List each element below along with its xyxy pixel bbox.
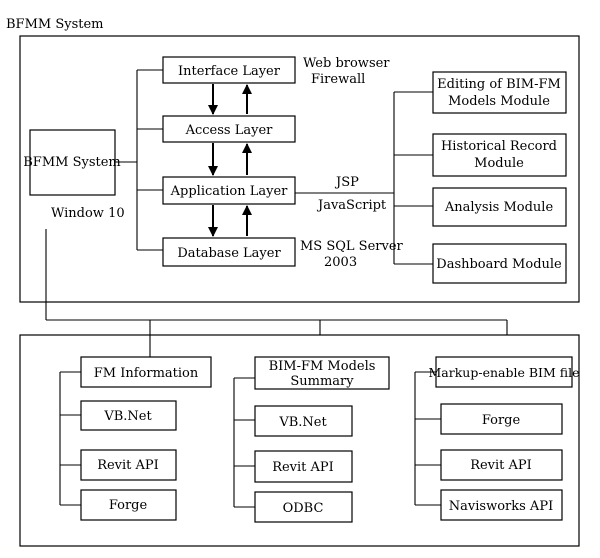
interface-note-line1: Web browser — [303, 56, 390, 71]
group-2-item-2: Revit API — [272, 460, 334, 475]
group-2-title-line1: BIM-FM Models — [269, 359, 376, 374]
group-2-item-1-box — [254, 405, 353, 437]
analysis-module-box — [432, 187, 567, 227]
core-system-box — [29, 129, 116, 196]
dashboard-module-label: Dashboard Module — [436, 257, 562, 272]
access-layer-box — [162, 115, 296, 143]
editing-module-line2: Models Module — [448, 94, 550, 109]
database-note-line1: MS SQL Server — [300, 239, 404, 254]
application-layer-label: Application Layer — [170, 184, 289, 199]
editing-module-line1: Editing of BIM-FM — [437, 77, 561, 92]
group-3-title: Markup-enable BIM file — [429, 365, 580, 380]
database-layer-label: Database Layer — [177, 246, 281, 261]
group-3-item-3: Navisworks API — [449, 499, 553, 514]
group-2-title-box — [254, 356, 390, 390]
historical-module-line2: Module — [474, 156, 524, 171]
group-2-title-line2: Summary — [290, 374, 354, 389]
database-layer-box — [162, 237, 296, 267]
top-system-frame — [19, 35, 580, 303]
group-3-item-3-box — [440, 489, 563, 521]
group-2-item-1: VB.Net — [278, 415, 327, 430]
system-title: BFMM System — [6, 17, 104, 32]
historical-module-box — [432, 133, 567, 177]
core-os-label: Window 10 — [51, 206, 125, 221]
group-1-item-1-box — [80, 400, 177, 431]
dashboard-module-box — [432, 243, 567, 284]
interface-layer-label: Interface Layer — [178, 64, 281, 79]
group-1-item-2-box — [80, 449, 177, 481]
interface-note-line2: Firewall — [311, 72, 365, 87]
bottom-frame — [19, 334, 580, 547]
group-2-item-2-box — [254, 450, 353, 483]
analysis-module-label: Analysis Module — [444, 200, 554, 215]
group-1-item-2: Revit API — [97, 458, 159, 473]
historical-module-line1: Historical Record — [441, 139, 557, 154]
application-note-line1: JSP — [334, 175, 359, 190]
group-2-item-3: ODBC — [283, 501, 324, 516]
access-layer-label: Access Layer — [185, 123, 274, 138]
editing-module-box — [432, 71, 567, 114]
interface-layer-box — [162, 56, 296, 84]
group-1-item-3-box — [80, 489, 177, 521]
group-3-item-2-box — [440, 449, 563, 481]
group-3-item-1: Forge — [482, 413, 521, 428]
application-layer-box — [162, 176, 296, 205]
group-3-item-1-box — [440, 403, 563, 435]
application-note-line2: JavaScript — [316, 198, 387, 213]
database-note-line2: 2003 — [324, 255, 357, 270]
group-3-item-2: Revit API — [470, 458, 532, 473]
group-1-item-3: Forge — [109, 498, 148, 513]
group-2-item-3-box — [254, 491, 353, 523]
group-1-title: FM Information — [94, 366, 199, 381]
core-system-label: BFMM System — [23, 155, 121, 170]
group-1-item-1: VB.Net — [103, 409, 152, 424]
